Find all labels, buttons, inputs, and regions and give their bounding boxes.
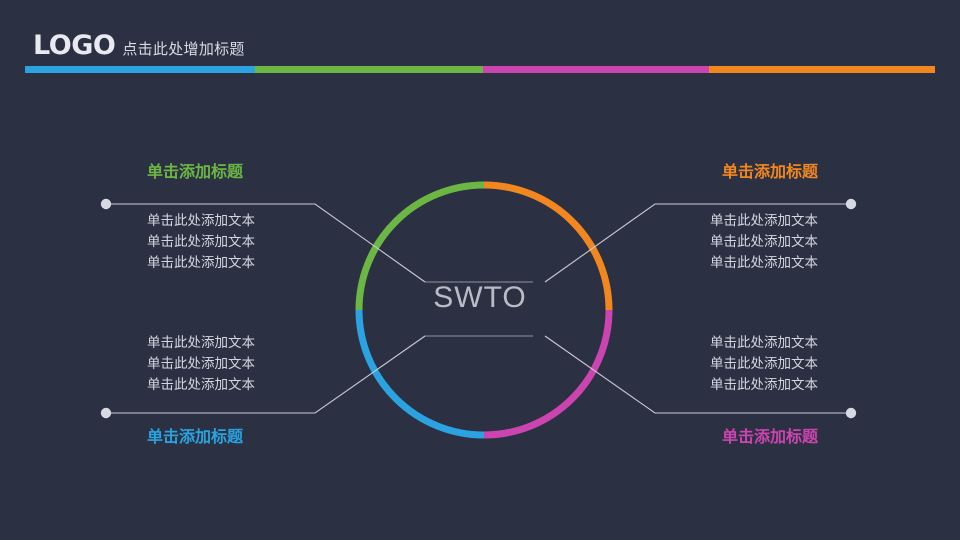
ring-arc-blue xyxy=(355,309,485,439)
body-line: 单击此处添加文本 xyxy=(710,335,818,350)
connector-dot-bottom-left xyxy=(100,407,112,419)
body-line: 单击此处添加文本 xyxy=(710,234,818,250)
body-line: 单击此处添加文本 xyxy=(147,234,255,250)
center-label-text: SWTO xyxy=(433,281,527,314)
quadrant-top-left-title[interactable]: 单击添加标题 xyxy=(147,164,244,181)
header: LOGO 点击此处增加标题 xyxy=(0,0,960,90)
page-title: 点击此处增加标题 xyxy=(122,41,245,58)
quadrant-top-left-body[interactable]: 单击此处添加文本 单击此处添加文本 单击此处添加文本 xyxy=(147,211,337,274)
header-bar-segment-green xyxy=(255,66,483,73)
connector-dot-top-right xyxy=(845,198,857,210)
connector-dot-top-left xyxy=(100,198,112,210)
header-color-bar xyxy=(25,66,935,73)
body-line: 单击此处添加文本 xyxy=(147,213,255,229)
quadrant-bottom-left-title[interactable]: 单击添加标题 xyxy=(147,428,244,446)
quadrant-top-left[interactable]: 单击添加标题 单击此处添加文本 单击此处添加文本 单击此处添加文本 xyxy=(105,163,337,274)
body-line: 单击此处添加文本 xyxy=(710,213,818,229)
connector-line-top-left xyxy=(106,203,426,283)
logo-text: LOGO xyxy=(33,30,116,61)
body-line: 单击此处添加文本 xyxy=(710,355,818,371)
quadrant-top-right-title[interactable]: 单击添加标题 xyxy=(721,164,818,181)
body-line: 单击此处添加文本 xyxy=(147,255,255,271)
quadrant-bottom-right[interactable]: 单击此处添加文本 单击此处添加文本 单击此处添加文本 单击添加标题 xyxy=(620,333,852,447)
ring-arc-magenta xyxy=(483,309,613,439)
center-label: SWTO xyxy=(410,276,550,320)
quadrant-bottom-right-title[interactable]: 单击添加标题 xyxy=(721,428,818,446)
header-title-row: LOGO 点击此处增加标题 xyxy=(33,32,245,59)
ring-arc-orange xyxy=(483,181,613,311)
body-line: 单击此处添加文本 xyxy=(710,255,818,271)
body-line: 单击此处添加文本 xyxy=(147,355,255,371)
header-bar-segment-blue xyxy=(25,66,255,73)
connector-line-bottom-right xyxy=(544,335,851,414)
quadrant-top-right-body[interactable]: 单击此处添加文本 单击此处添加文本 单击此处添加文本 xyxy=(620,211,818,274)
connector-line-top-right xyxy=(544,203,851,283)
connector-dot-bottom-right xyxy=(845,407,857,419)
quadrant-bottom-left-body[interactable]: 单击此处添加文本 单击此处添加文本 单击此处添加文本 xyxy=(147,333,337,396)
body-line: 单击此处添加文本 xyxy=(147,335,255,350)
body-line: 单击此处添加文本 xyxy=(710,376,818,392)
quadrant-top-right[interactable]: 单击添加标题 单击此处添加文本 单击此处添加文本 单击此处添加文本 xyxy=(620,163,852,274)
header-bar-segment-magenta xyxy=(483,66,709,73)
header-bar-segment-orange xyxy=(709,66,935,73)
quadrant-bottom-left[interactable]: 单击此处添加文本 单击此处添加文本 单击此处添加文本 单击添加标题 xyxy=(105,333,337,447)
connector-line-bottom-left xyxy=(106,335,426,414)
body-line: 单击此处添加文本 xyxy=(147,376,255,392)
ring-arc-green xyxy=(355,181,485,311)
quadrant-bottom-right-body[interactable]: 单击此处添加文本 单击此处添加文本 单击此处添加文本 xyxy=(620,333,818,396)
